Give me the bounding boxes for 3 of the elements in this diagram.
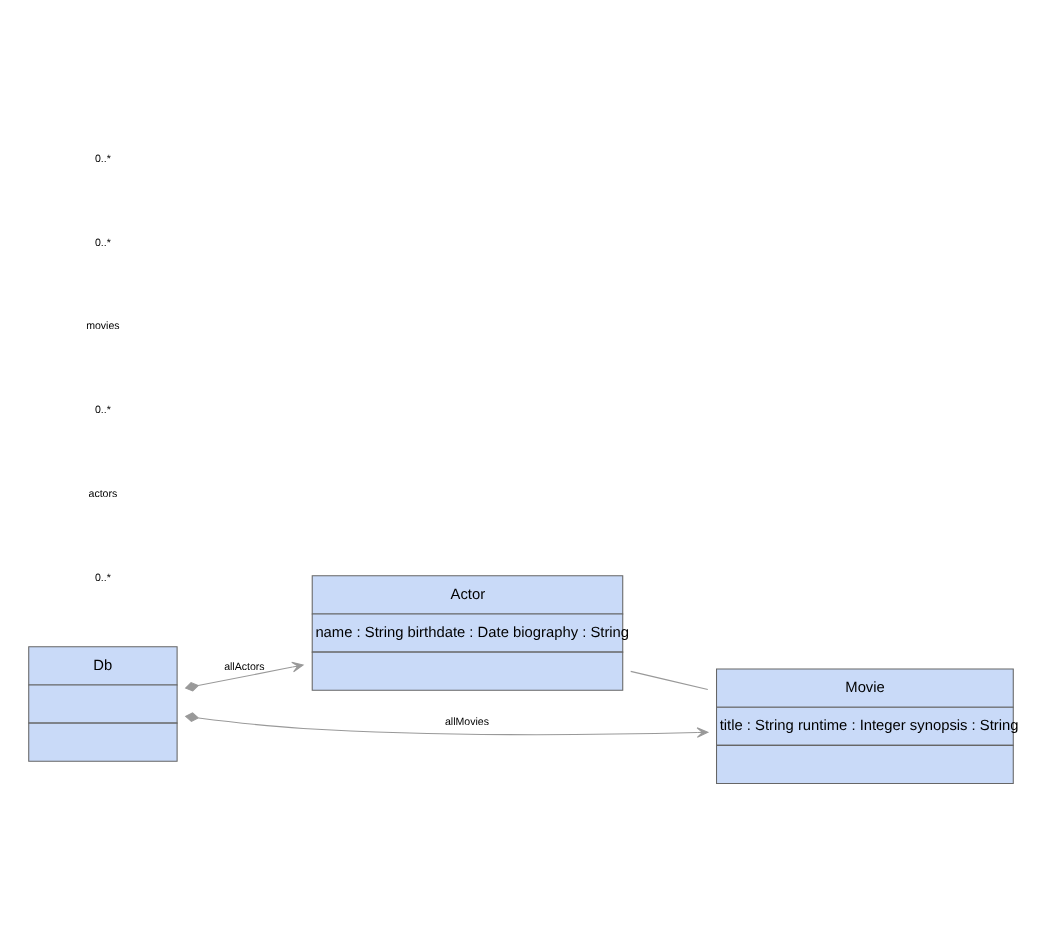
- arrow: [184, 661, 304, 692]
- arrow: [184, 712, 709, 738]
- connector: [630, 670, 709, 691]
